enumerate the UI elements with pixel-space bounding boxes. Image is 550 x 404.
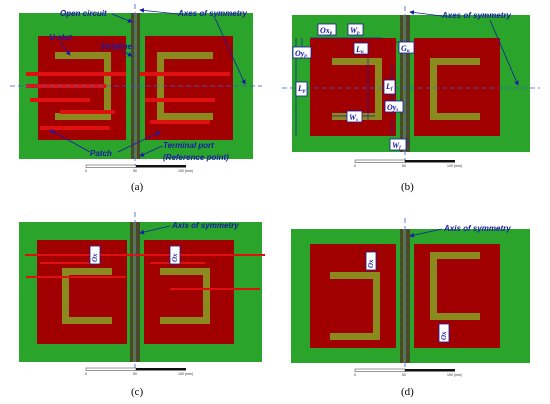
reference-point-label: (Reference point) [163, 153, 229, 162]
scale-d-mid: 50 [402, 373, 406, 377]
u-slot-right-b [430, 58, 480, 65]
caption-c: (c) [131, 386, 144, 398]
scale-c-right: 100 (mm) [178, 372, 193, 376]
u-slot-right-b-base [430, 113, 480, 120]
u-slot-right-b-leg [430, 58, 437, 120]
u-slot-left-d-leg [373, 272, 380, 340]
scale-bar-a: 0 50 100 (mm) [85, 164, 193, 173]
dim-labels-d: Ox Ox [365, 251, 450, 343]
scale-c-mid: 50 [133, 372, 137, 376]
scale-d-left: 0 [354, 373, 356, 377]
dim-d-ox1: Ox [367, 259, 375, 268]
dim-c-ox2: Ox [171, 253, 179, 262]
u-slot-left-b-leg [375, 58, 382, 120]
axis-symmetry-label-c: Axis of symmetry [171, 221, 239, 230]
u-slot-left-c [62, 268, 112, 275]
scale-c-left: 0 [85, 372, 87, 376]
u-slot-label: U-slot [49, 33, 72, 42]
patch-arrow-l [49, 129, 91, 153]
left-patch-c [37, 240, 127, 344]
scale-b-mid: 50 [402, 164, 406, 168]
scale-a-left: 0 [85, 169, 87, 173]
u-slot-right-c [160, 268, 210, 275]
panel-b: Axes of symmetry Oxp Wp Oyp Lu Gu [282, 6, 540, 193]
u-slot-right-c-leg [203, 268, 210, 324]
u-slot-right-c-base [160, 317, 210, 324]
axis-arrow-c [139, 225, 171, 235]
dim-ws: Ws [349, 113, 358, 123]
scale-b-left: 0 [354, 164, 356, 168]
u-slot-left-a [55, 52, 111, 59]
terminal-arrow [139, 145, 163, 157]
dim-c-ox1: Ox [91, 253, 99, 262]
u-slot-right-d-leg [430, 252, 437, 320]
dim-oy-p: Oyp [295, 49, 307, 59]
axes-arrow-b2 [489, 19, 519, 86]
patch-label: Patch [90, 149, 112, 158]
axes-symmetry-label-a: Axes of symmetry [177, 9, 247, 18]
stripline-b-core [403, 15, 406, 152]
scale-bar-d: 0 50 100 (mm) [354, 368, 462, 377]
scale-b-right: 100 (mm) [447, 164, 462, 168]
caption-b: (b) [401, 181, 414, 193]
dim-lp: Lp [297, 84, 306, 94]
dim-labels-b: Oxp Wp Oyp Lu Gu Lp Lf Oys Ws Wf [292, 23, 415, 151]
scale-bar-b: 0 50 100 (mm) [354, 159, 462, 168]
dim-gu: Gu [401, 44, 410, 54]
axis-symmetry-label-d: Axis of symmetry [443, 224, 511, 233]
panel-c: Axis of symmetry Ox Ox 0 50 100 (mm) (c) [19, 212, 265, 398]
terminal-port-label: Terminal port [163, 141, 214, 150]
dim-wp: Wp [350, 26, 360, 36]
scale-a-right: 100 (mm) [178, 169, 193, 173]
dim-wf: Wf [392, 141, 402, 151]
axis-arrow-d [409, 228, 443, 238]
u-slot-arrow [59, 41, 71, 56]
u-slot-left-d [330, 272, 380, 279]
dim-ox-p: Oxp [320, 26, 333, 36]
u-slot-left-d-base [330, 333, 380, 340]
stripline-c-core [133, 222, 136, 362]
caption-d: (d) [401, 386, 414, 398]
open-circuit-label: Open circuit [60, 9, 107, 18]
panel-a: Open circuit Axes of symmetry U-slot Str… [10, 4, 262, 193]
axes-symmetry-label-b: Axes of symmetry [441, 11, 511, 20]
scale-d-right: 100 (mm) [447, 373, 462, 377]
stripline-label: Stripline [100, 42, 133, 51]
right-patch-b [414, 38, 500, 136]
stripline-d-core [403, 229, 406, 363]
u-slot-right-d [430, 252, 480, 259]
panel-d: Axis of symmetry Ox Ox 0 50 100 (mm) (d) [291, 218, 530, 398]
right-patch-d [414, 244, 500, 348]
stripline-a-core [134, 13, 137, 159]
dim-labels-c: Ox Ox [89, 245, 181, 265]
dim-d-ox2: Ox [440, 331, 448, 340]
axes-arrow-a2 [214, 17, 246, 85]
scale-a-mid: 50 [133, 169, 137, 173]
u-slot-right-a-leg [157, 52, 164, 120]
right-patch-c [144, 240, 234, 344]
u-slot-right-a [157, 52, 213, 59]
u-slot-left-c-base [62, 317, 112, 324]
u-slot-left-b [332, 58, 382, 65]
axes-arrow-a1 [139, 8, 179, 15]
patch-arrow-r [117, 131, 161, 153]
dim-lf: Lf [385, 82, 394, 92]
dim-oy-s: Oys [387, 103, 398, 113]
dim-lu: Lu [355, 45, 364, 55]
stripline-arrow [121, 50, 133, 57]
u-slot-right-d-base [430, 313, 480, 320]
caption-a: (a) [131, 181, 144, 193]
u-slot-left-a-base [55, 113, 111, 120]
axes-arrow-b1 [409, 10, 443, 17]
left-patch-d [310, 244, 396, 348]
u-slot-right-a-base [157, 113, 213, 120]
open-circuit-arrow [111, 13, 133, 23]
scale-bar-c: 0 50 100 (mm) [85, 367, 193, 376]
u-slot-left-c-leg [62, 268, 69, 324]
